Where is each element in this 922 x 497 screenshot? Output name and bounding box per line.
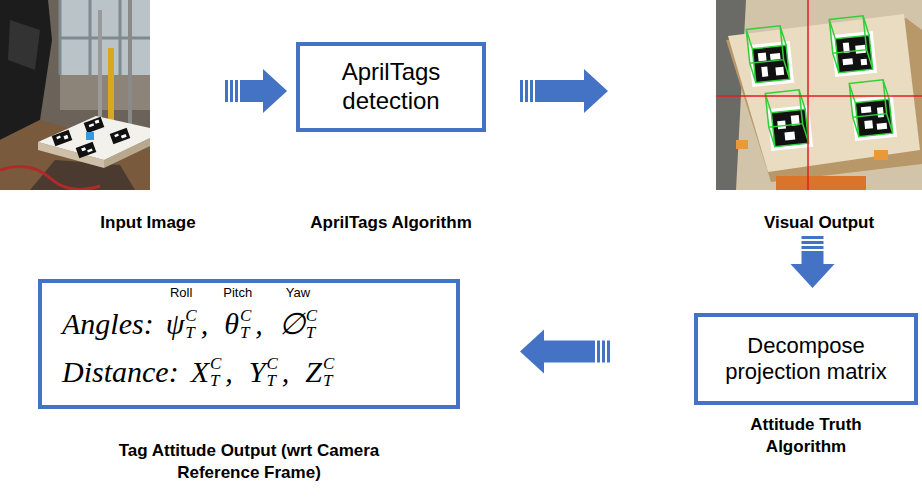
math-base: Y [249,357,266,387]
subscript: T [185,324,196,341]
input-photo [0,0,150,190]
equation-row: Angles:ψCT,θCT,∅CT [62,307,317,341]
arrow-part [597,341,600,363]
arrow-part [791,264,835,288]
arrow-part [520,80,523,102]
angle-name: Yaw [286,286,310,300]
math-base: Z [305,357,322,387]
equation-word: Angles: [62,309,154,339]
caption: Visual Output [739,212,899,234]
arrow-part [584,69,608,113]
arrow-part [230,80,233,102]
equation-comma: , [201,309,209,339]
arrow-part [530,80,533,102]
process-box: AprilTags detectionAprilTags Algorithm [296,42,486,132]
math-symbol: θCT [224,307,251,341]
arrow-part [602,341,605,363]
box-label: AprilTags detection [300,58,482,116]
math-symbol: ∅CT [279,307,317,341]
block-arrow [520,330,610,374]
subscript: T [267,372,278,389]
arrow-part [240,80,263,102]
equation-word: Distance: [62,357,179,387]
caption: AprilTags Algorithm [291,212,491,234]
image-panel: Input Image [0,0,150,190]
arrow-part [607,341,610,363]
math-symbol: XCT [191,355,222,389]
superscript: C [185,307,196,324]
superscript: C [240,307,251,324]
index-stack: CT [323,355,334,389]
block-arrow [520,69,608,113]
arrow-part [544,341,595,363]
equation-row: Distance:XCT,YCT,ZCT [62,355,334,389]
arrow-part [802,251,824,264]
superscript: C [210,355,221,372]
subscript: T [323,372,334,389]
equation-comma: , [282,357,290,387]
index-stack: CT [185,307,196,341]
superscript: C [323,355,334,372]
process-box: Decompose projection matrixAttitude Trut… [694,313,918,405]
equation-comma: , [225,357,233,387]
index-stack: CT [306,307,317,341]
subscript: T [210,372,221,389]
arrow-part [535,80,584,102]
angle-name: Pitch [223,286,252,300]
math-symbol: ZCT [305,355,334,389]
angle-name: Roll [170,286,192,300]
arrow-part [520,330,544,374]
block-arrow [225,69,287,113]
image-panel: Visual Output [716,0,922,190]
arrow-part [235,80,238,102]
subscript: T [306,324,317,341]
math-symbol: ψCT [166,307,197,341]
superscript: C [306,307,317,324]
index-stack: CT [267,355,278,389]
visual-output-photo [716,0,922,190]
math-base: ∅ [279,309,305,339]
arrow-part [802,241,824,244]
caption: Input Image [68,212,228,234]
box-label: Decompose projection matrix [698,333,914,386]
index-stack: CT [210,355,221,389]
arrow-part [263,69,287,113]
subscript: T [240,324,251,341]
arrow-part [525,80,528,102]
equation-comma: , [255,309,263,339]
block-arrow [791,236,835,288]
math-base: ψ [166,309,185,339]
arrow-part [802,236,824,239]
output-box: Angles:ψCT,θCT,∅CTDistance:XCT,YCT,ZCTRo… [38,279,460,409]
math-symbol: YCT [249,355,278,389]
index-stack: CT [240,307,251,341]
caption: Attitude Truth Algorithm [736,414,876,458]
math-base: X [191,357,209,387]
arrow-part [225,80,228,102]
math-base: θ [224,309,239,339]
superscript: C [267,355,278,372]
arrow-part [802,246,824,249]
caption: Tag Attitude Output (wrt Camera Referenc… [99,440,399,484]
